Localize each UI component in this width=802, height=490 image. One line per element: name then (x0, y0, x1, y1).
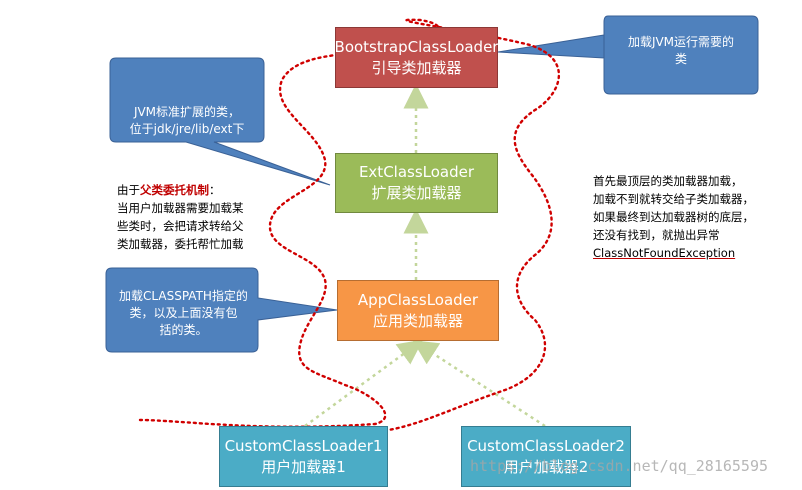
lookup-line1: 首先最顶层的类加载器加载， (593, 174, 743, 188)
ext-name: ExtClassLoader (358, 163, 475, 181)
callout-jvm-bubble (497, 15, 759, 95)
callout-classpath-bubble (105, 267, 338, 353)
bootstrap-desc: 引导类加载器 (371, 58, 462, 77)
callout-classpath-text: 加载CLASSPATH指定的 类，以及上面没有包 括的类。 (112, 280, 255, 350)
lookup-line2: 加载不到就转交给子类加载器， (593, 192, 754, 206)
lookup-note: 首先最顶层的类加载器加载， 加载不到就转交给子类加载器， 如果最终到达加载器树的… (593, 172, 793, 262)
callout-jvm-line1: 加载JVM运行需要的 (627, 35, 735, 49)
custom2-name: CustomClassLoader2 (467, 436, 625, 455)
callout-ext-line2: 位于jdk/jre/lib/ext下 (129, 122, 245, 136)
custom-classloader2-box: CustomClassLoader2 用户加载器2 (461, 426, 631, 487)
callout-ext-line1: JVM标准扩展的类， (133, 105, 241, 119)
watermark: https://blog.csdn.net/qq_28165595 (470, 457, 769, 475)
app-desc: 应用类加载器 (372, 311, 463, 330)
arrow-custom1-to-app (304, 339, 424, 428)
delegation-prefix: 由于 (117, 183, 140, 197)
lookup-line4: 还没有找到，就抛出异常 (593, 228, 720, 242)
ext-desc: 扩展类加载器 (371, 184, 462, 202)
callout-cp-line1: 加载CLASSPATH指定的 (119, 289, 248, 303)
callout-ext-text: JVM标准扩展的类， 位于jdk/jre/lib/ext下 (112, 82, 262, 142)
delegation-suffix: ： (209, 183, 221, 197)
delegation-line3: 些类时，会把请求转给父 (117, 219, 244, 233)
callout-cp-line3: 括的类。 (159, 323, 208, 337)
custom1-desc: 用户加载器1 (261, 457, 346, 476)
delegation-line4: 类加载器，委托帮忙加载 (117, 237, 244, 251)
arrow-custom2-to-app (412, 340, 546, 428)
bootstrap-name: BootstrapClassLoader (334, 37, 499, 56)
custom-classloader1-box: CustomClassLoader1 用户加载器1 (219, 426, 388, 487)
callout-jvm-text: 加载JVM运行需要的 类 (606, 20, 756, 90)
lookup-line3: 如果最终到达加载器树的底层， (593, 210, 754, 224)
delegation-line1: 由于父类委托机制： (117, 181, 292, 199)
custom2-desc: 用户加载器2 (503, 457, 589, 476)
callout-cp-line2: 类，以及上面没有包 (129, 306, 238, 320)
custom1-name: CustomClassLoader1 (224, 436, 383, 455)
app-classloader-box: AppClassLoader 应用类加载器 (337, 280, 499, 341)
delegation-line2: 当用户加载器需要加载某 (117, 201, 244, 215)
bootstrap-classloader-box: BootstrapClassLoader 引导类加载器 (335, 27, 498, 88)
app-name: AppClassLoader (357, 290, 479, 309)
delegation-highlight: 父类委托机制 (140, 183, 209, 197)
delegation-note: 由于父类委托机制： 当用户加载器需要加载某 些类时，会把请求转给父 类加载器，委… (117, 181, 292, 253)
callout-jvm-line2: 类 (674, 52, 687, 66)
callout-ext-bubble (109, 57, 331, 186)
lookup-line5: ClassNotFoundException (593, 246, 736, 260)
ext-classloader-box: ExtClassLoader 扩展类加载器 (335, 153, 498, 213)
